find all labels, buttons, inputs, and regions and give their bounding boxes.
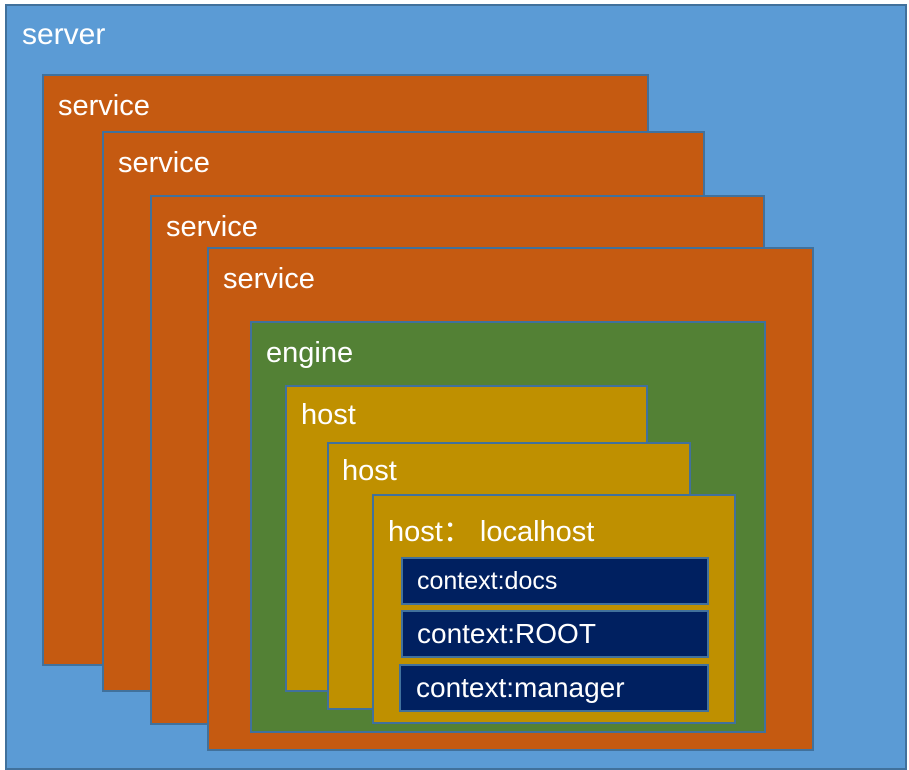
context-label-manager: context:manager [416, 672, 625, 703]
context-box-root [401, 610, 709, 658]
server-label: server [22, 18, 106, 51]
service-label-4: service [223, 263, 315, 295]
host-label-2: host [342, 455, 397, 487]
host-label-1: host [301, 399, 356, 431]
context-box-manager [399, 664, 709, 712]
service-label-2: service [118, 147, 210, 179]
host-label-localhost: host： localhost [388, 516, 595, 548]
engine-label: engine [266, 337, 354, 369]
context-label-root: context:ROOT [417, 618, 596, 649]
context-label-docs: context:docs [417, 567, 558, 595]
context-box-docs [401, 557, 709, 605]
service-label-1: service [58, 90, 150, 122]
service-label-3: service [166, 211, 258, 243]
